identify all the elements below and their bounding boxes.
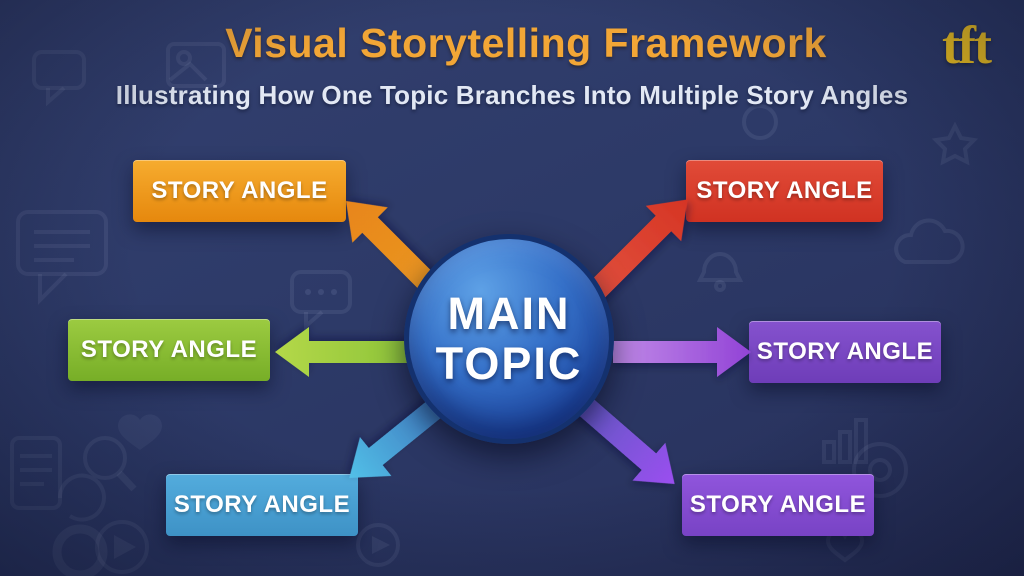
story-angle-box-middle-right: STORY ANGLE (749, 321, 941, 383)
story-angle-label: STORY ANGLE (696, 177, 873, 204)
main-topic-label-line2: TOPIC (435, 338, 583, 389)
bell-icon (696, 252, 744, 292)
story-angle-box-top-left: STORY ANGLE (133, 160, 346, 222)
star-icon (931, 121, 979, 166)
story-angle-label: STORY ANGLE (756, 338, 934, 365)
play-small-icon (356, 523, 400, 567)
page-subtitle: Illustrating How One Topic Branches Into… (115, 80, 909, 110)
story-angle-label: STORY ANGLE (80, 336, 258, 363)
cloud-icon (894, 218, 965, 264)
story-angle-box-top-right: STORY ANGLE (686, 160, 883, 222)
refresh-ring-icon (57, 473, 106, 522)
arrow-middle-left (275, 327, 410, 377)
heart-icon (118, 414, 162, 450)
story-angle-box-bottom-right: STORY ANGLE (682, 474, 874, 536)
story-angle-label: STORY ANGLE (173, 491, 351, 518)
ring-icon (52, 524, 108, 576)
chat-dots-icon (290, 270, 352, 331)
page-title: Visual Storytelling Framework (225, 20, 827, 66)
story-angle-label: STORY ANGLE (689, 491, 867, 518)
main-topic-label-line1: MAIN (447, 287, 571, 339)
play-button-icon (95, 520, 149, 574)
document-list-icon (10, 436, 62, 510)
arrow-middle-right (613, 327, 751, 377)
story-angle-box-middle-left: STORY ANGLE (68, 319, 270, 381)
magnifier-icon (83, 436, 137, 492)
chart-bars-icon (822, 418, 868, 464)
brand-logo: tft (942, 15, 992, 75)
main-topic-node: MAIN TOPIC (404, 234, 614, 444)
story-angle-label: STORY ANGLE (151, 177, 328, 204)
speech-bubble-icon (16, 210, 108, 305)
story-angle-box-bottom-left: STORY ANGLE (166, 474, 358, 536)
